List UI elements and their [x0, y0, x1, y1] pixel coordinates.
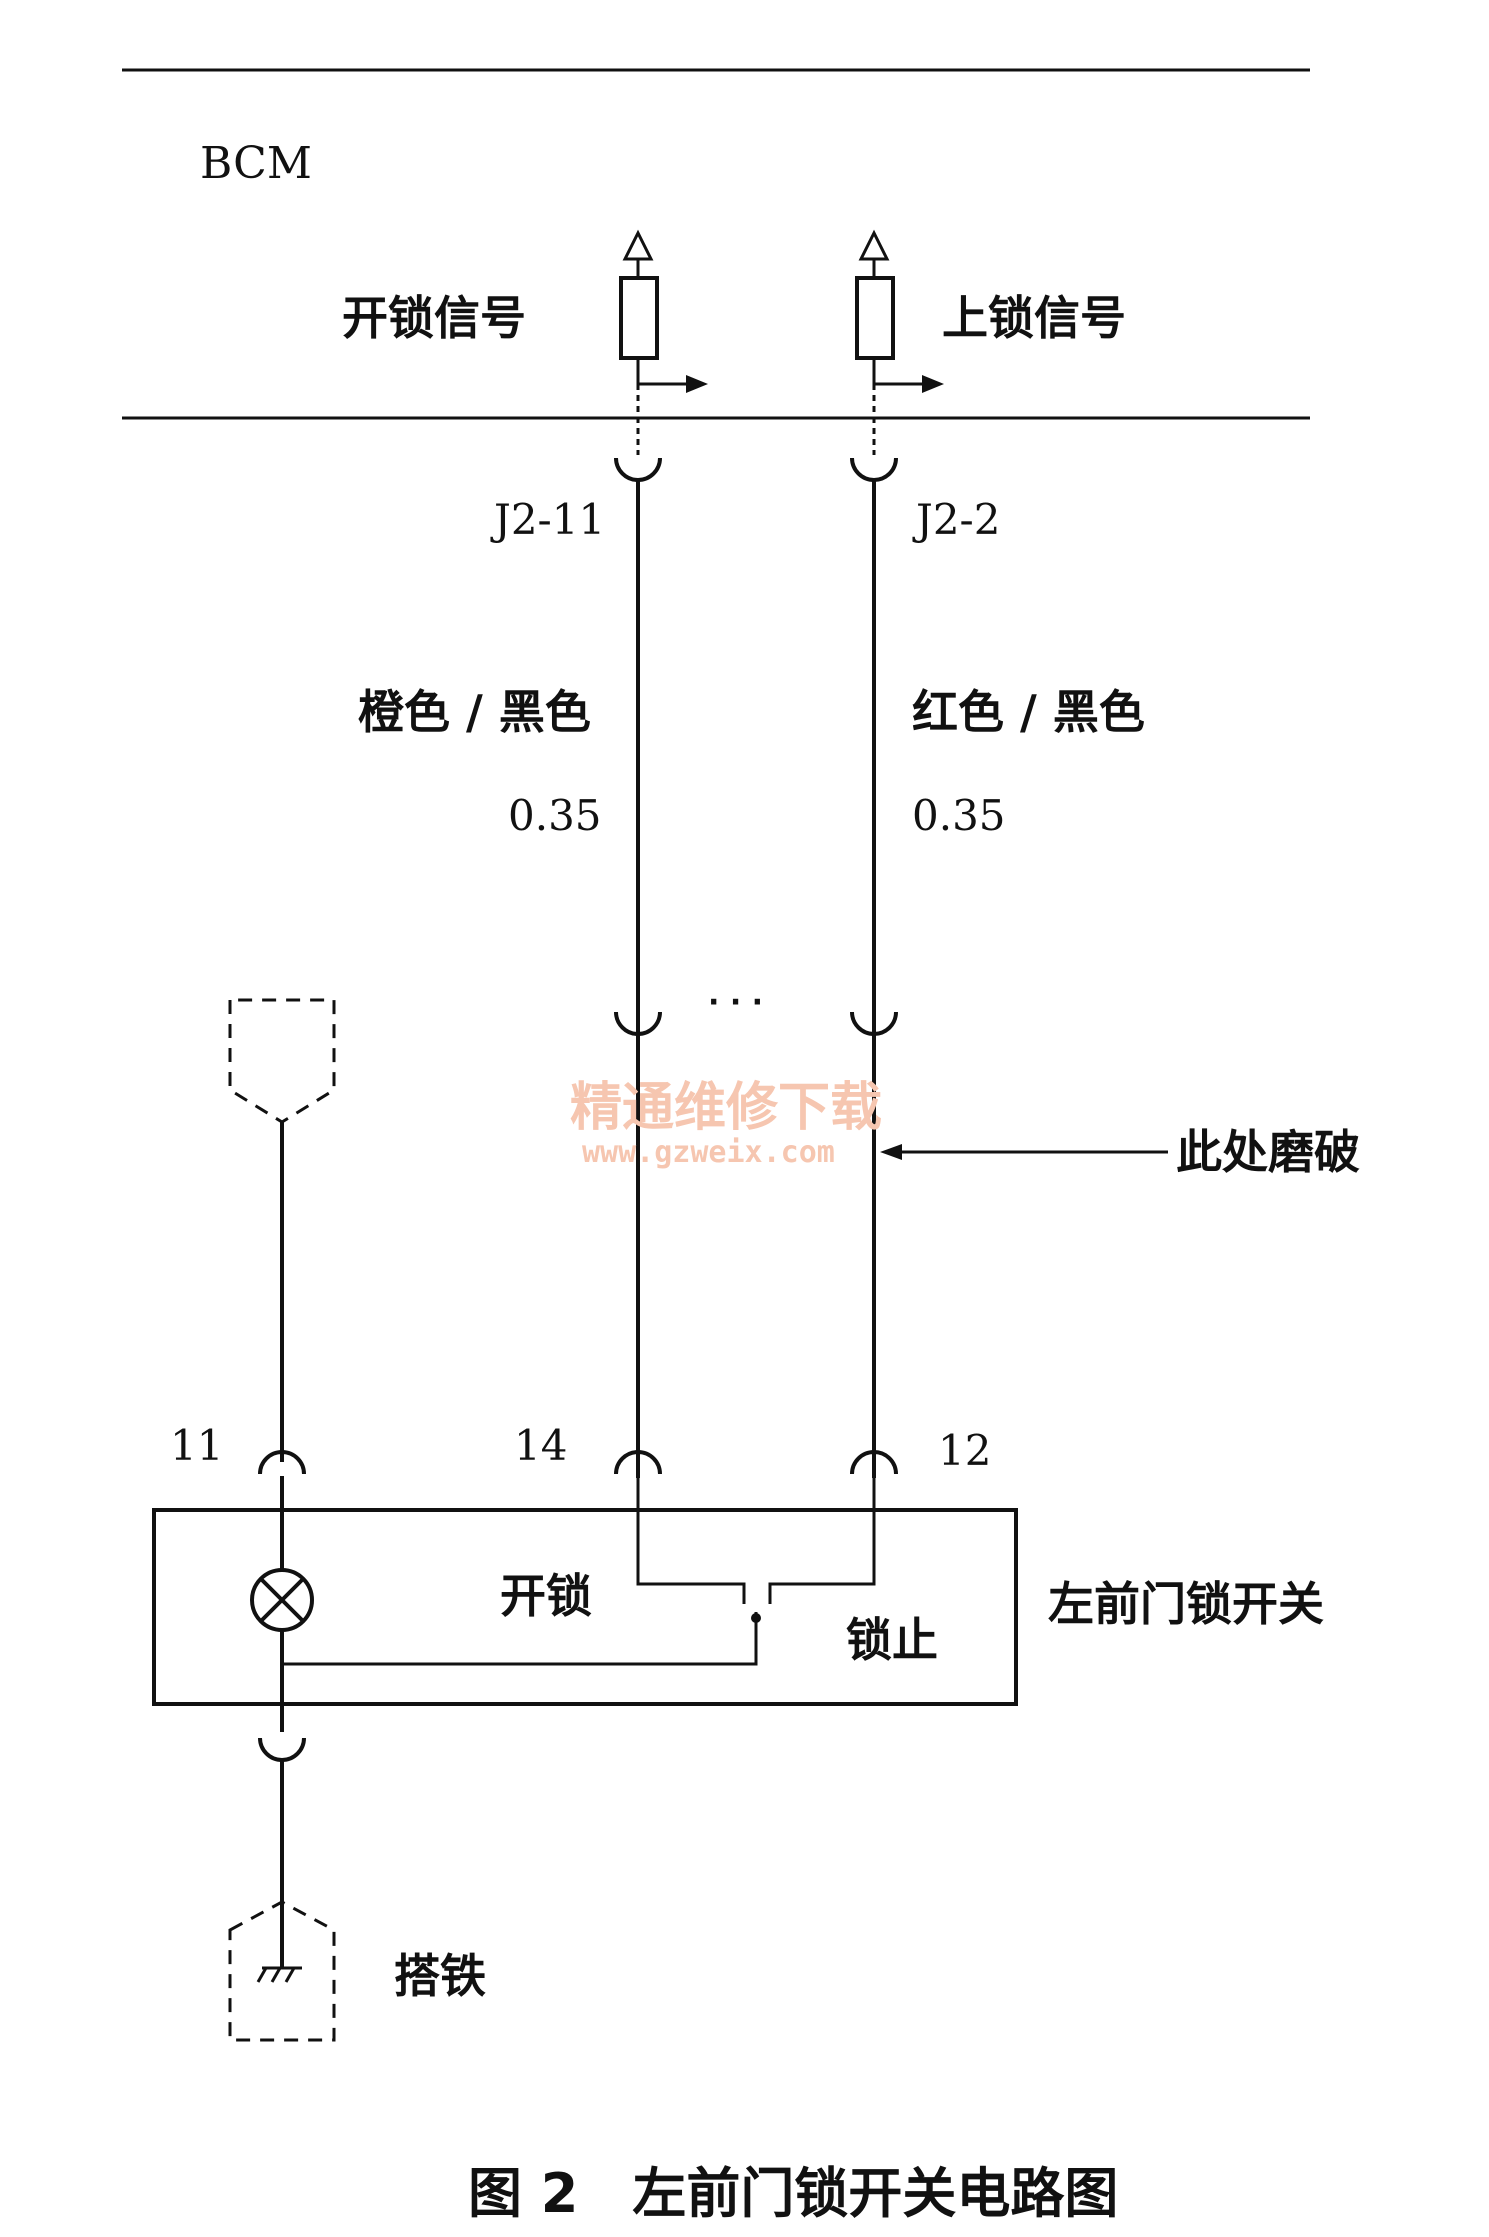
bcm-label: BCM: [200, 138, 312, 189]
connector-gap-dots: · · ·: [708, 985, 763, 1020]
door-lock-switch-name: 左前门锁开关: [1048, 1577, 1324, 1631]
ground-label: 搭铁: [394, 1949, 486, 2003]
unlock-contact-line: [636, 1476, 746, 1604]
unlock-position-label: 开锁: [500, 1569, 592, 1623]
pin-11-connector: [258, 1450, 306, 1475]
worn-callout-arrow: [880, 1144, 1168, 1160]
lock-wire-color: 红色 / 黑色: [912, 685, 1145, 739]
ground-icon: [256, 1966, 302, 1983]
switch-contact-icon: [742, 1596, 772, 1623]
lock-input-symbol: [855, 229, 944, 393]
ground-connector: [258, 1737, 306, 1762]
lock-position-label: 锁止: [846, 1613, 938, 1667]
figure-caption: 图 2 左前门锁开关电路图: [468, 2162, 1118, 2225]
pin-14-connector: [614, 1450, 662, 1475]
watermark-url: www.gzweix.com: [582, 1135, 835, 1170]
lamp-feed-housing: [228, 998, 336, 1124]
pin-11-label: 11: [170, 1421, 223, 1470]
j2-11-pin-label: J2-11: [490, 495, 605, 544]
j2-2-pin-label: J2-2: [912, 495, 1000, 544]
watermark-title: 精通维修下载: [570, 1078, 882, 1138]
common-contact-line: [282, 1612, 758, 1666]
j2-11-connector: [614, 457, 662, 482]
j2-2-connector: [850, 457, 898, 482]
unlock-wire-gauge: 0.35: [508, 791, 602, 840]
unlock-signal-label: 开锁信号: [342, 291, 526, 345]
lock-mid-connector: [850, 1011, 898, 1036]
door-lock-switch-housing: [152, 1508, 1018, 1706]
unlock-wire-color: 橙色 / 黑色: [358, 685, 591, 739]
worn-callout-label: 此处磨破: [1176, 1125, 1360, 1179]
pin-12-connector: [850, 1450, 898, 1475]
pin-12-label: 12: [938, 1426, 991, 1475]
indicator-lamp-icon: [250, 1568, 314, 1632]
ground-housing: [228, 1900, 336, 2042]
lock-signal-label: 上锁信号: [942, 291, 1126, 345]
unlock-mid-connector: [614, 1011, 662, 1036]
unlock-input-symbol: [619, 229, 708, 393]
lock-contact-line: [768, 1476, 876, 1604]
lock-wire-gauge: 0.35: [912, 791, 1006, 840]
pin-14-label: 14: [514, 1421, 567, 1470]
